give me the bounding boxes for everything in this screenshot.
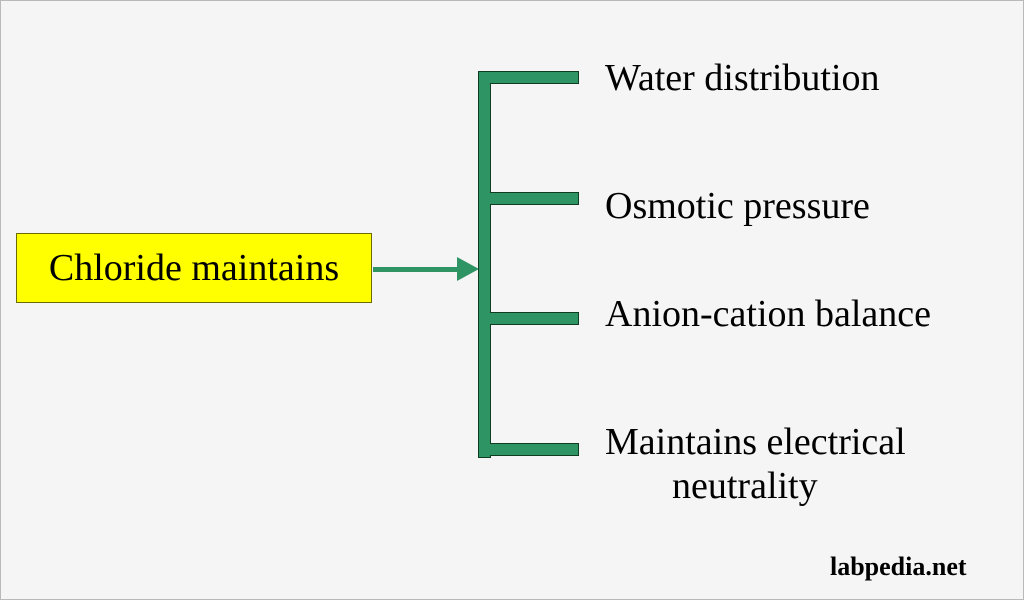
arrow-head [457, 257, 479, 281]
source-label: Chloride maintains [48, 247, 340, 289]
watermark: labpedia.net [830, 552, 967, 581]
bracket-tick-water-distribution [490, 71, 579, 84]
bracket-tick-anion-cation-balance [490, 312, 579, 325]
item-anion-cation-balance: Anion-cation balance [605, 292, 931, 336]
source-box: Chloride maintains [16, 233, 372, 303]
bracket-tick-osmotic-pressure [490, 192, 579, 205]
item-osmotic-pressure: Osmotic pressure [605, 184, 870, 228]
item-label-text: Water distribution [605, 57, 880, 99]
bracket-spine [478, 71, 491, 458]
item-water-distribution: Water distribution [605, 56, 880, 100]
arrow-shaft [373, 267, 461, 272]
item-label-text: Osmotic pressure [605, 185, 870, 227]
bracket-tick-electrical-neutrality [490, 443, 579, 456]
item-label-text-line2: neutrality [672, 465, 818, 507]
item-label-text: Anion-cation balance [605, 293, 932, 335]
item-electrical-neutrality: Maintains electrical neutrality [605, 420, 906, 508]
item-label-text: Maintains electrical [605, 421, 906, 463]
